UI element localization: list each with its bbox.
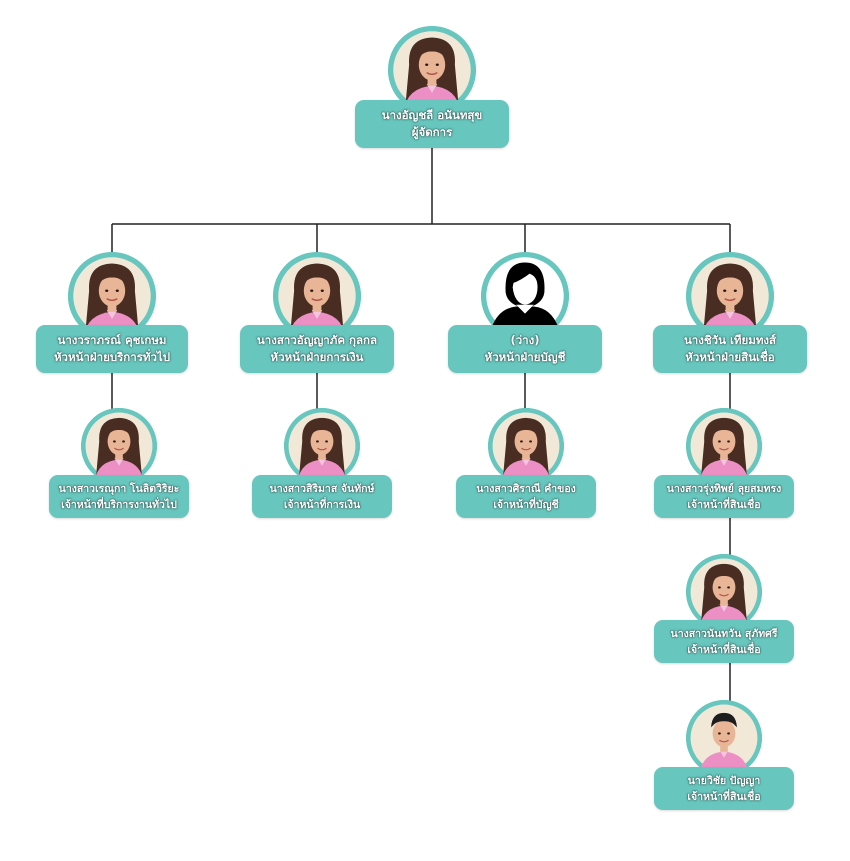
- portrait-photo: [488, 408, 564, 484]
- person-name: นายวิชัย ปัญญา: [687, 774, 761, 787]
- portrait-photo: [686, 252, 774, 340]
- position-label-box: นางสาวอัญญาภัค กุลกลหัวหน้าฝ่ายการเงิน: [240, 325, 394, 373]
- person-name: นางสาวอัญญาภัค กุลกล: [256, 333, 378, 347]
- person-name: นางสาวรุ่งทิพย์ ลุยสมทรง: [666, 482, 782, 495]
- position-title: เจ้าหน้าที่บัญชี: [493, 498, 559, 511]
- position-label-box: นางสาวรุ่งทิพย์ ลุยสมทรงเจ้าหน้าที่สินเช…: [654, 475, 794, 518]
- portrait-photo: [388, 26, 476, 114]
- position-title: เจ้าหน้าที่สินเชื่อ: [687, 643, 761, 656]
- person-name: นางสาวสิริมาส จันทักษ์: [269, 482, 375, 495]
- portrait-photo: [284, 408, 360, 484]
- position-label-box: นางวราภรณ์ คุชเกษมหัวหน้าฝ่ายบริการทั่วไ…: [36, 325, 188, 373]
- position-title: เจ้าหน้าที่สินเชื่อ: [687, 498, 761, 511]
- portrait-photo: [81, 408, 157, 484]
- position-title: เจ้าหน้าที่การเงิน: [283, 498, 361, 511]
- position-title: เจ้าหน้าที่บริการงานทั่วไป: [61, 498, 177, 511]
- person-name: (ว่าง): [510, 333, 540, 347]
- position-label-box: (ว่าง) หัวหน้าฝ่ายบัญชี: [448, 325, 602, 373]
- person-name: นางสาวนันทวัน สุภัทศรี: [670, 627, 778, 640]
- person-name: นางชิวัน เทียมทงส์: [683, 333, 777, 347]
- person-name: นางสาวศิราณี คำของ: [476, 482, 576, 495]
- position-label-box: นายวิชัย ปัญญาเจ้าหน้าที่สินเชื่อ: [654, 767, 794, 810]
- portrait-photo: [686, 700, 762, 776]
- position-label-box: นางชิวัน เทียมทงส์หัวหน้าฝ่ายสินเชื่อ: [653, 325, 807, 373]
- person-name: นางสาวเรณุกา โนลิตวิริยะ: [58, 482, 180, 495]
- position-label-box: นางสาวเรณุกา โนลิตวิริยะเจ้าหน้าที่บริกา…: [49, 475, 189, 518]
- portrait-photo: [686, 554, 762, 630]
- person-name: นางวราภรณ์ คุชเกษม: [57, 333, 167, 347]
- position-title: หัวหน้าฝ่ายบริการทั่วไป: [53, 350, 171, 364]
- position-label-box: นางสาวนันทวัน สุภัทศรีเจ้าหน้าที่สินเชื่…: [654, 620, 794, 663]
- position-label-box: นางอัญชลี อนันทสุขผู้จัดการ: [355, 100, 509, 148]
- person-name: นางอัญชลี อนันทสุข: [381, 108, 483, 122]
- position-title: เจ้าหน้าที่สินเชื่อ: [687, 790, 761, 803]
- position-title: หัวหน้าฝ่ายสินเชื่อ: [685, 350, 775, 364]
- position-title: ผู้จัดการ: [411, 125, 453, 139]
- position-label-box: นางสาวศิราณี คำของเจ้าหน้าที่บัญชี: [456, 475, 596, 518]
- position-title: หัวหน้าฝ่ายบัญชี: [484, 350, 566, 364]
- position-label-box: นางสาวสิริมาส จันทักษ์เจ้าหน้าที่การเงิน: [252, 475, 392, 518]
- portrait-photo: [686, 408, 762, 484]
- position-title: หัวหน้าฝ่ายการเงิน: [270, 350, 364, 364]
